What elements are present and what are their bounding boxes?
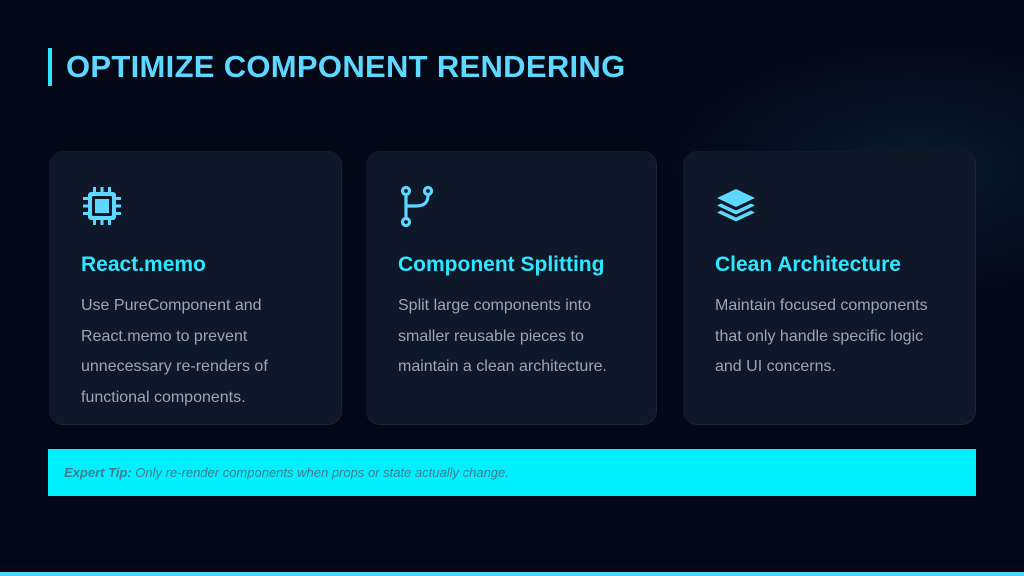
expert-tip-banner: Expert Tip: Only re-render components wh… xyxy=(48,449,976,496)
card-text: Split large components into smaller reus… xyxy=(398,297,607,375)
card-react-memo: React.memo Use PureComponent and React.m… xyxy=(49,151,342,425)
layers-icon xyxy=(717,189,755,222)
tip-label: Expert Tip: xyxy=(64,465,132,480)
card-heading: React.memo xyxy=(81,253,206,276)
card-heading: Clean Architecture xyxy=(715,253,901,276)
card-text: Maintain focused components that only ha… xyxy=(715,297,928,375)
page-title: OPTIMIZE COMPONENT RENDERING xyxy=(48,48,626,86)
card-clean-architecture: Clean Architecture Maintain focused comp… xyxy=(683,151,976,425)
git-branch-icon xyxy=(400,185,434,227)
bottom-accent-bar xyxy=(0,572,1024,576)
cpu-chip-icon xyxy=(83,187,121,225)
tip-text: Only re-render components when props or … xyxy=(131,465,509,480)
card-component-splitting: Component Splitting Split large componen… xyxy=(366,151,657,425)
card-heading: Component Splitting xyxy=(398,253,605,276)
card-text: Use PureComponent and React.memo to prev… xyxy=(81,297,268,406)
